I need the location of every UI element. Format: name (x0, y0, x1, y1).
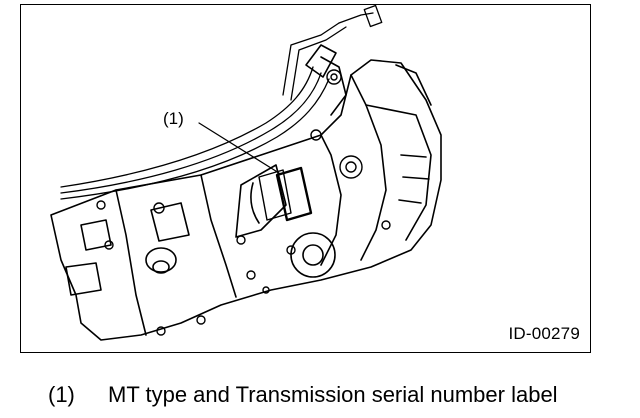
transmission-illustration (50, 5, 442, 341)
legend-item-label: MT type and Transmission serial number l… (108, 382, 558, 407)
callout-leader-line (198, 122, 280, 174)
transmission-case (50, 44, 442, 341)
callout-marker: (1) (163, 109, 184, 128)
illustration-frame: (1) ID-00279 (20, 4, 591, 353)
legend-item-number: (1) (48, 382, 75, 407)
legend-item: (1) MT type and Transmission serial numbe… (48, 382, 558, 408)
wiring-harness (60, 5, 383, 200)
serial-number-label (250, 166, 313, 224)
output-housing (145, 232, 336, 278)
figure-id: ID-00279 (508, 324, 580, 343)
bolts (96, 69, 391, 336)
